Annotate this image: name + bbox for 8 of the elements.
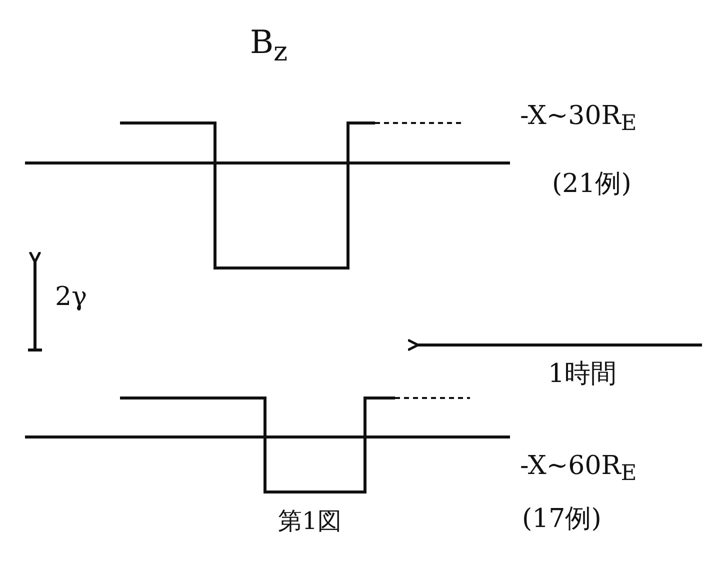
- title: B$_{z}$: [250, 25, 288, 67]
- caption: 第1図: [278, 508, 342, 534]
- scale-label: 2γ: [55, 283, 88, 312]
- region-label: -X~60R$_{E}$: [520, 452, 637, 486]
- scale-label: 1時間: [548, 360, 617, 389]
- case-count: (17例): [522, 505, 602, 534]
- case-count: (21例): [552, 170, 632, 199]
- region-label: -X~30R$_{E}$: [520, 102, 637, 136]
